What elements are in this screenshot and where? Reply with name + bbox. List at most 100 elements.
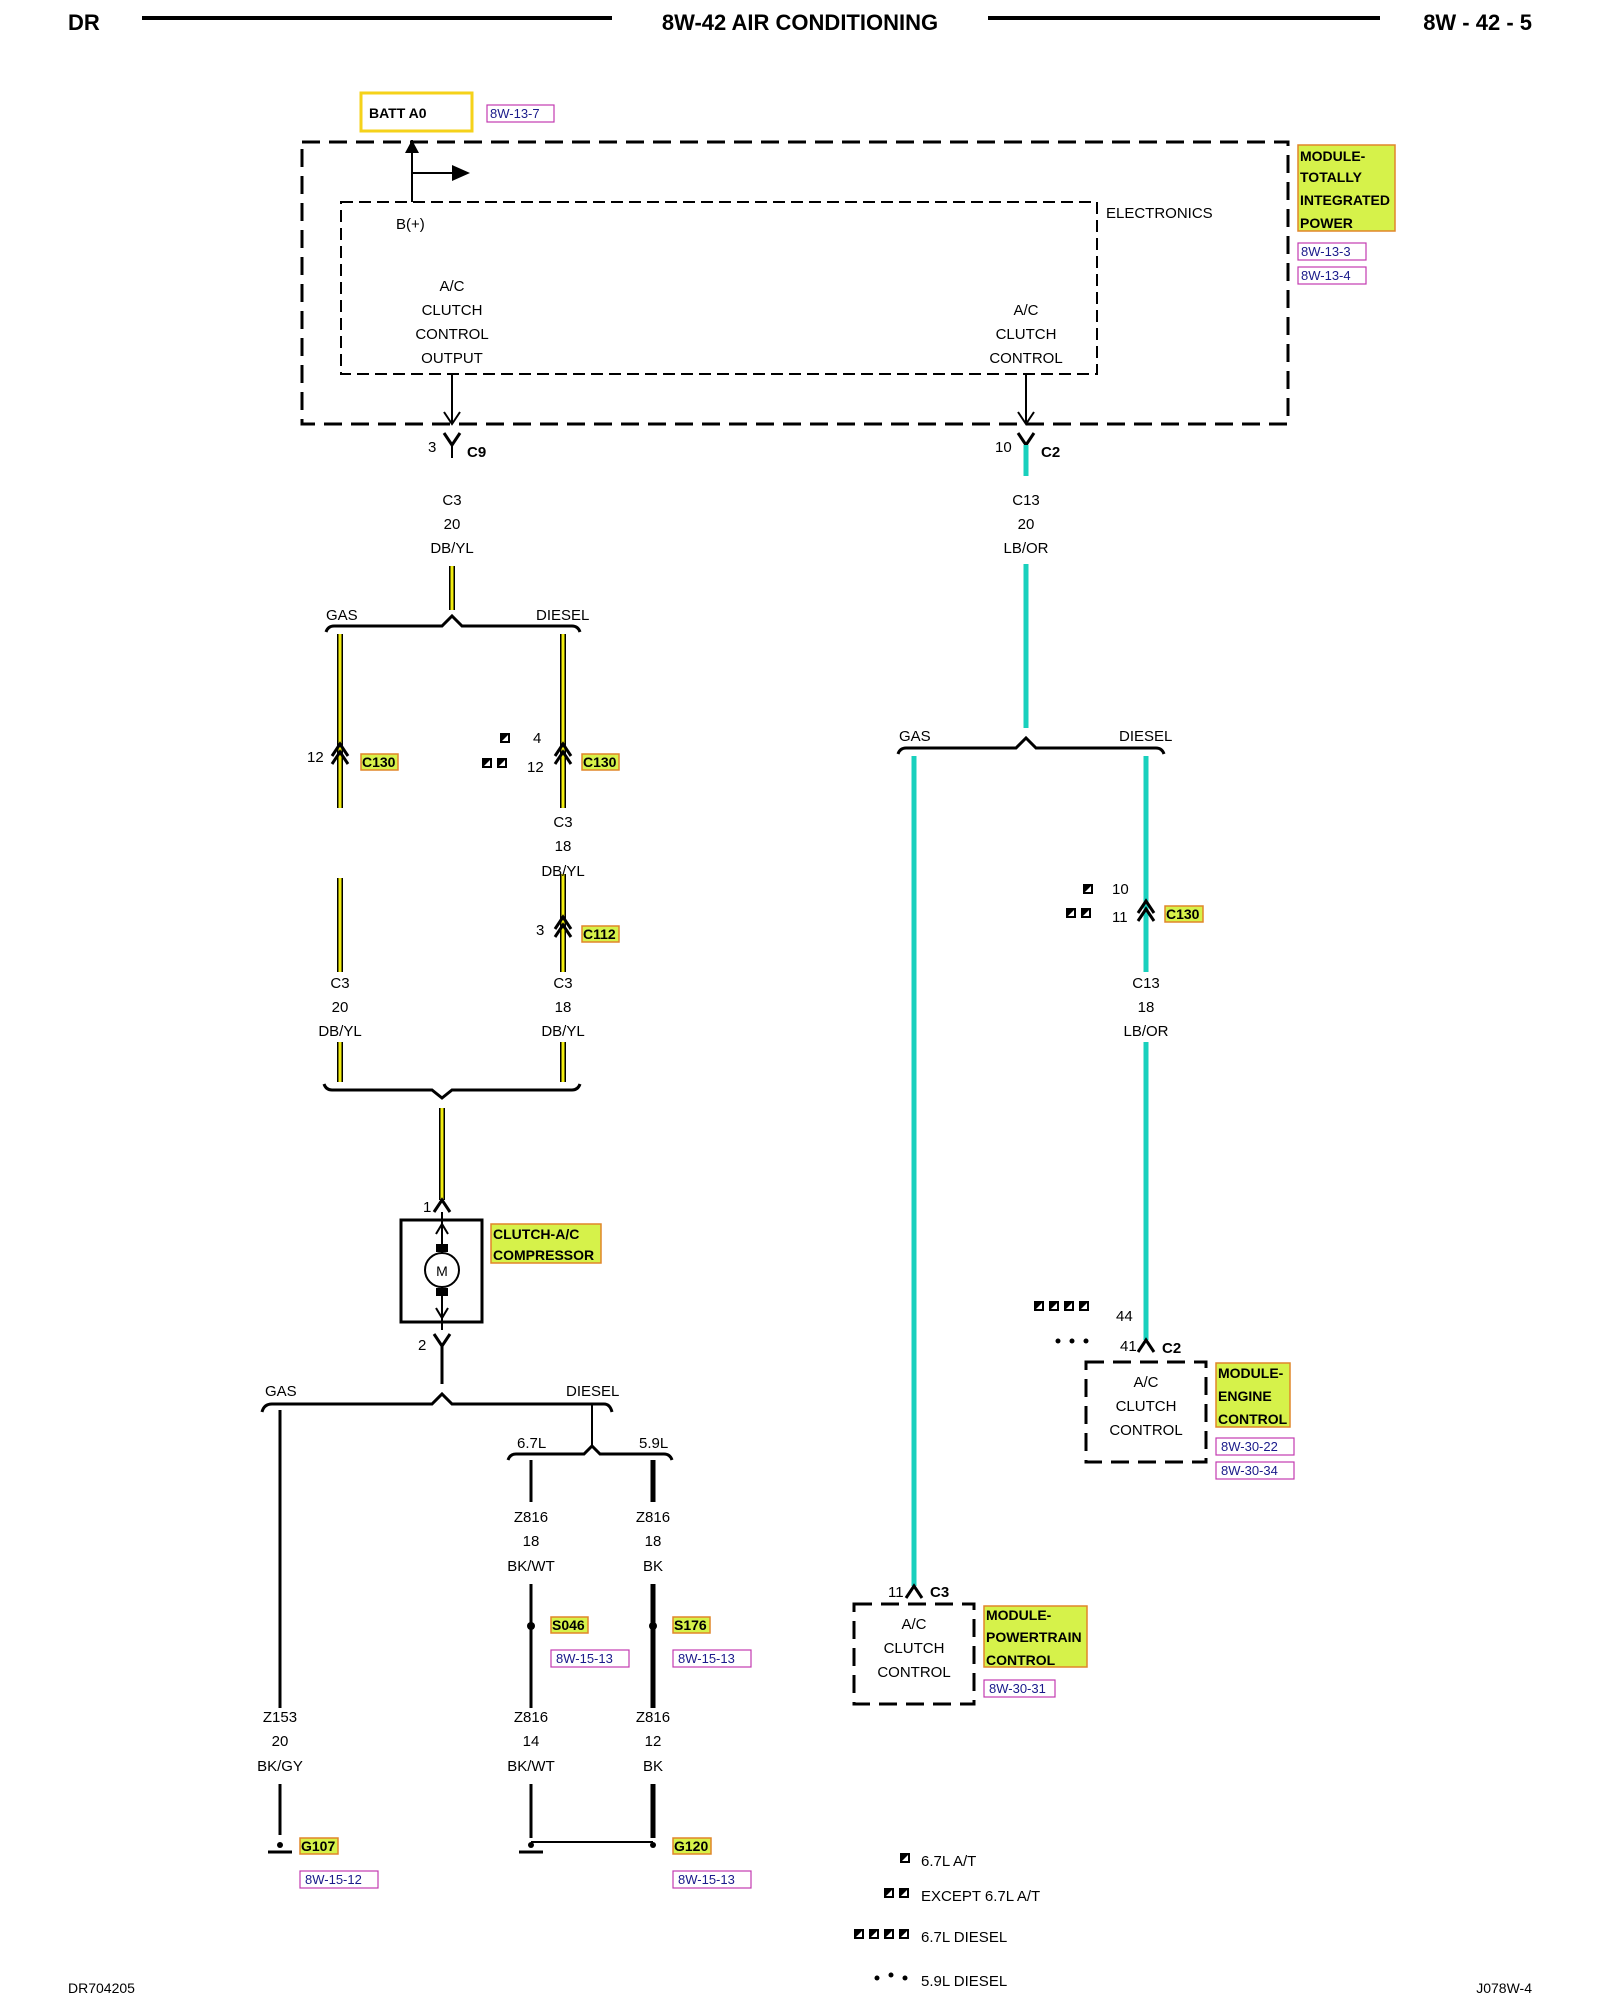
c112-connector-icon <box>553 914 573 930</box>
g120-tag <box>672 1837 712 1855</box>
diesel-c130-pin-b: 12 <box>527 759 544 776</box>
g120-label: G120 <box>674 1838 708 1854</box>
diesel-bot-id: C3 <box>553 975 572 992</box>
g120-ref: 8W-15-13 <box>678 1872 735 1887</box>
c13-top-id: C13 <box>1012 492 1040 509</box>
right-c130-icon-2 <box>1136 906 1156 922</box>
ground-option-brace <box>260 1391 614 1413</box>
control-line-2: CLUTCH <box>996 326 1057 343</box>
s176-ref: 8W-15-13 <box>678 1651 735 1666</box>
gas-c130-icon <box>330 741 350 757</box>
s046-label: S046 <box>552 1617 585 1633</box>
ecm-connector-icon <box>1136 1337 1156 1353</box>
output-line-1: A/C <box>439 278 464 295</box>
tipm-module: BATT A0 8W-13-7 B(+) ELECTRONICS A/C CLU… <box>300 91 1396 426</box>
g120-node-a <box>528 1842 534 1848</box>
tipm-ref-1: 8W-13-3 <box>1301 244 1351 259</box>
pcm-name-box <box>983 1605 1088 1668</box>
double-square-icon-r <box>1066 908 1076 918</box>
compressor-name-1: CLUTCH-A/C <box>493 1226 579 1242</box>
tipm-ref-2: 8W-13-4 <box>1301 268 1351 283</box>
s046-ref: 8W-15-13 <box>556 1651 613 1666</box>
tipm-ref1-box <box>1297 242 1367 261</box>
ecm-pin-b: 41 <box>1120 1338 1137 1355</box>
splice-s176-dot <box>649 1622 657 1630</box>
c9-connector-icon <box>442 432 462 448</box>
right-circuit: 10 C2 C13 20 LB/OR GAS DIESEL 10 11 C130… <box>852 432 1295 1706</box>
left-option-brace <box>324 613 582 633</box>
left-circuit: 3 C9 C3 20 DB/YL GAS DIESEL 12 C130 4 12… <box>307 432 620 1384</box>
comp-pin2-icon <box>432 1333 452 1349</box>
triple-dot-icon <box>1055 1338 1061 1344</box>
gas-gap-bg <box>330 808 350 878</box>
c13-diesel-color: LB/OR <box>1123 1023 1168 1040</box>
c13-top-gauge: 20 <box>1018 516 1035 533</box>
left-merge-brace <box>322 1083 582 1100</box>
g107-tag <box>299 1837 339 1855</box>
tipm-name-2: TOTALLY <box>1300 169 1363 185</box>
z816-67-bot-color: BK/WT <box>507 1758 555 1775</box>
double-square-icon-r2 <box>1081 908 1091 918</box>
comp-pin1-icon <box>432 1197 452 1213</box>
legend-quad-square-icon-3 <box>884 1929 894 1939</box>
c9-connector: C9 <box>467 444 486 461</box>
right-c130-pin-b: 11 <box>1112 909 1128 926</box>
page-title: 8W-42 AIR CONDITIONING <box>662 10 938 35</box>
diesel-bot-label-bg <box>541 972 585 1042</box>
batt-a0-label: BATT A0 <box>369 105 427 121</box>
gas-bot-id: C3 <box>330 975 349 992</box>
ground-67-label: 6.7L <box>517 1435 546 1452</box>
gas-c130-label: C130 <box>362 754 396 770</box>
pcm-box-line-3: CONTROL <box>877 1664 950 1681</box>
legend-single-square-icon <box>900 1853 910 1863</box>
output-line-2: CLUTCH <box>422 302 483 319</box>
ecm-box-line-3: CONTROL <box>1109 1422 1182 1439</box>
splice-s046-dot <box>527 1622 535 1630</box>
legend-double-square-icon <box>884 1888 894 1898</box>
s176-label: S176 <box>674 1617 707 1633</box>
legend-quad-square-icon-2 <box>869 1929 879 1939</box>
pcm-name-3: CONTROL <box>986 1652 1056 1668</box>
c112-pin: 3 <box>536 922 544 939</box>
legend-label-2: EXCEPT 6.7L A/T <box>921 1888 1040 1905</box>
ecm-connector: C2 <box>1162 1340 1181 1357</box>
right-gas-label: GAS <box>899 728 931 745</box>
g120-ref-box <box>672 1870 752 1889</box>
tipm-name-4: POWER <box>1300 215 1353 231</box>
batt-a0-box <box>359 91 474 133</box>
diesel-bot-color: DB/YL <box>541 1023 584 1040</box>
g107-node <box>277 1842 283 1848</box>
output-line-4: OUTPUT <box>421 350 483 367</box>
wire-c3-top-color: DB/YL <box>430 540 473 557</box>
ecm-pin-a: 44 <box>1116 1308 1133 1325</box>
ecm-name-3: CONTROL <box>1218 1411 1288 1427</box>
s046-ref-box <box>550 1649 630 1668</box>
right-c130-icon <box>1136 898 1156 914</box>
diesel-mid-id: C3 <box>553 814 572 831</box>
ecm-name-2: ENGINE <box>1218 1388 1272 1404</box>
batt-feed-arrow <box>405 140 419 153</box>
footer-right: J078W-4 <box>1476 1980 1532 1996</box>
gas-bot-gauge: 20 <box>332 999 349 1016</box>
g107-ref-box <box>299 1870 379 1889</box>
pcm-box <box>852 1602 976 1706</box>
diesel-c130-tag <box>581 753 620 771</box>
ecm-box-line-2: CLUTCH <box>1116 1398 1177 1415</box>
diesel-mid-label-bg <box>545 808 581 874</box>
ecm-name-1: MODULE- <box>1218 1365 1284 1381</box>
diesel-c130-label: C130 <box>583 754 617 770</box>
gas-c130-icon-2 <box>330 749 350 765</box>
ground-diesel-label: DIESEL <box>566 1383 619 1400</box>
double-square-icon <box>482 758 492 768</box>
s176-ref-box <box>672 1649 752 1668</box>
page-header: DR 8W-42 AIR CONDITIONING 8W - 42 - 5 <box>68 10 1532 35</box>
legend-triple-dot-icon-2 <box>888 1972 894 1978</box>
compressor-down-arrow <box>435 1307 449 1320</box>
pcm-connector: C3 <box>930 1584 949 1601</box>
g107-label: G107 <box>301 1838 335 1854</box>
header-left: DR <box>68 10 100 35</box>
legend-label-1: 6.7L A/T <box>921 1853 976 1870</box>
diesel-c130-pin-a: 4 <box>533 730 541 747</box>
diesel-mid-color: DB/YL <box>541 863 584 880</box>
c112-label: C112 <box>583 926 616 942</box>
